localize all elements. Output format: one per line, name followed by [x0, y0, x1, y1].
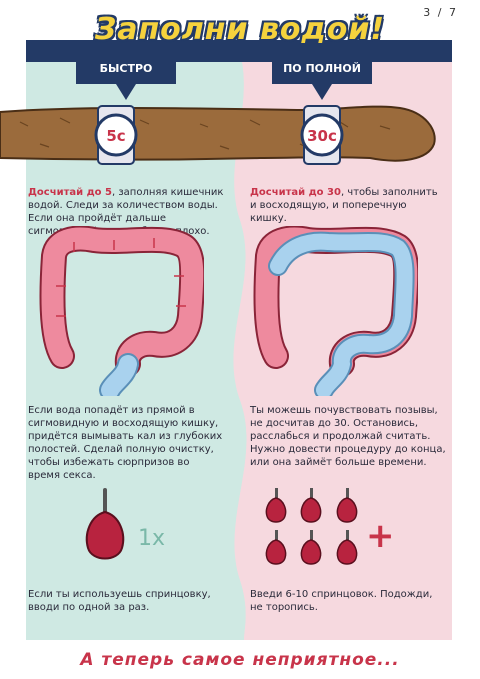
syringe-bulb-icon — [336, 488, 358, 523]
right-watch-icon — [300, 105, 344, 165]
arm-illustration: 5с 30с — [0, 105, 436, 165]
right-header-label: ПО ПОЛНОЙ — [283, 62, 361, 75]
right-middle-text: Ты можешь почувствовать позывы, не досчи… — [250, 405, 446, 468]
footer-text: А теперь самое неприятное... — [80, 650, 400, 670]
syringe-bulb-icon — [265, 530, 287, 565]
left-bottom-text: Если ты используешь спринцовку, вводи по… — [28, 589, 211, 613]
syringe-bulb-icon — [265, 488, 287, 523]
page-number: 3 / 7 — [423, 6, 458, 19]
left-watch-time: 5с — [106, 127, 125, 145]
title-banner — [26, 40, 452, 62]
right-colon-illustration — [253, 226, 418, 396]
left-watch-icon — [94, 105, 138, 165]
right-header-tab — [272, 62, 372, 100]
panel-divider-wave — [200, 40, 280, 640]
syringe-bulb-icon — [300, 488, 322, 523]
syringe-bulb-icon — [336, 530, 358, 565]
right-watch-time: 30с — [307, 127, 337, 145]
left-count-label: 1x — [138, 526, 166, 551]
left-colon-illustration — [39, 226, 204, 396]
syringe-bulb-icon — [85, 488, 125, 560]
syringe-bulbs-group — [265, 488, 358, 565]
right-intro-text: Досчитай до 30, чтобы заполнить и восход… — [250, 187, 438, 224]
left-middle-text: Если вода попадёт из прямой в сигмовидну… — [28, 405, 223, 481]
left-header-tab — [76, 62, 176, 100]
page-title: Заполни водой! — [94, 12, 386, 47]
left-header-label: БЫСТРО — [99, 62, 153, 75]
right-bottom-text: Введи 6-10 спринцовок. Подожди, не тороп… — [250, 589, 433, 613]
syringe-bulb-icon — [300, 530, 322, 565]
plus-sign: + — [366, 516, 395, 556]
